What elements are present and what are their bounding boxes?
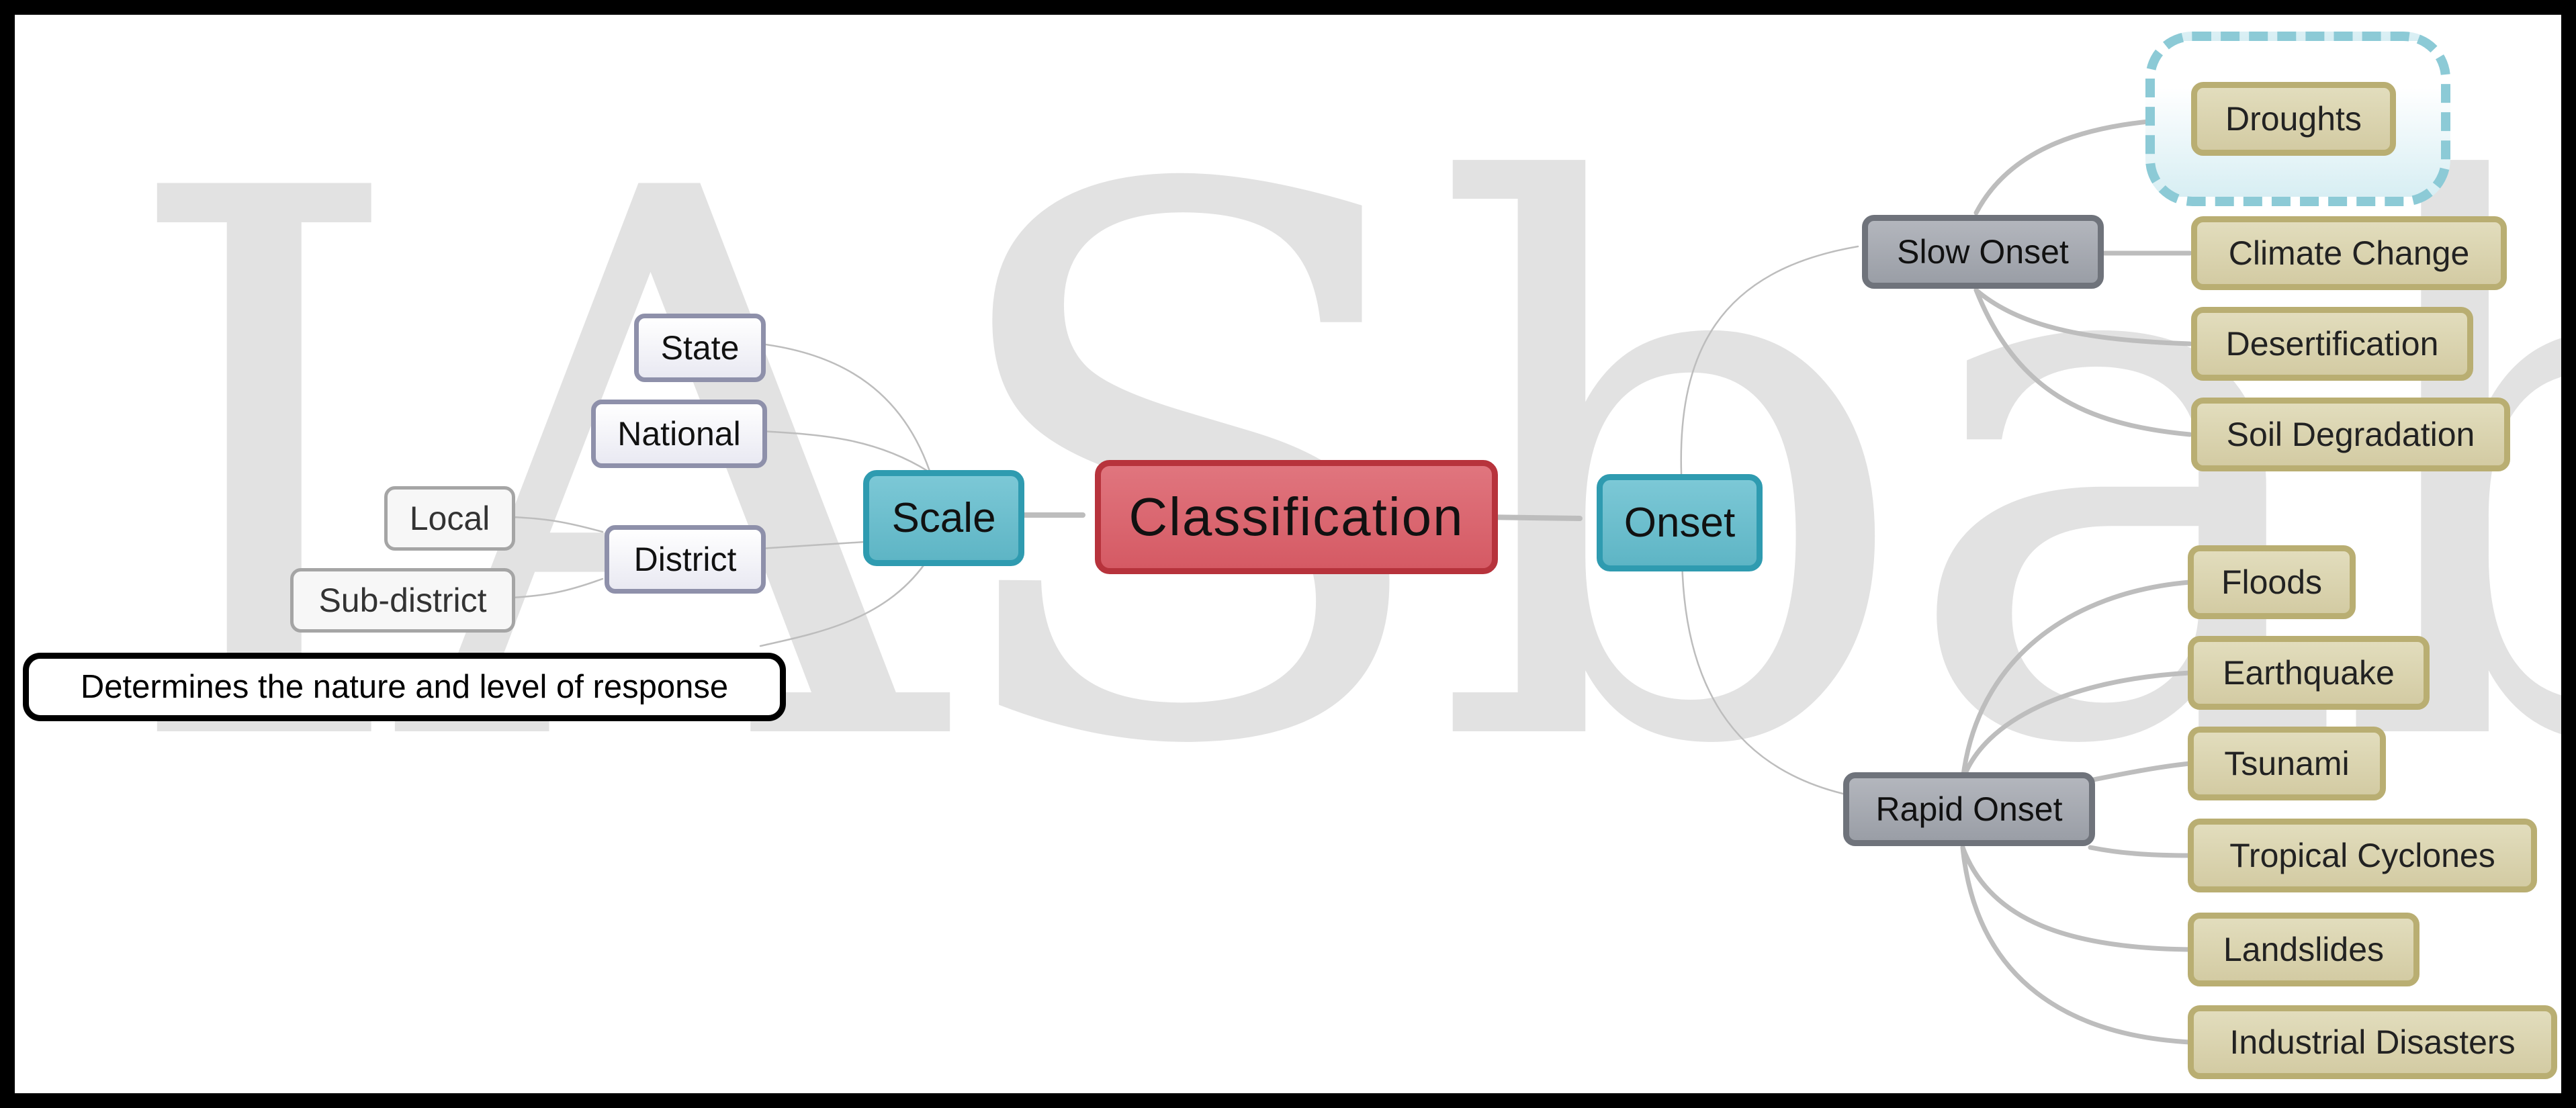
node-onset[interactable]: Onset (1597, 474, 1763, 571)
node-tropical-cyclones[interactable]: Tropical Cyclones (2188, 819, 2537, 892)
node-local[interactable]: Local (384, 486, 515, 551)
node-rapid-onset[interactable]: Rapid Onset (1843, 772, 2095, 846)
node-district[interactable]: District (605, 525, 766, 594)
node-soil-degradation[interactable]: Soil Degradation (2191, 398, 2510, 471)
link-rapid-floods (1960, 580, 2192, 783)
link-slow-soil (1973, 287, 2192, 437)
node-climate-change[interactable]: Climate Change (2191, 216, 2507, 290)
link-rapid-tsunami (2088, 761, 2192, 783)
mindmap-canvas: IASbaba (15, 15, 2561, 1093)
link-scale-district (759, 541, 866, 550)
link-district-local (510, 516, 604, 533)
link-slow-desert (1973, 287, 2192, 347)
node-state[interactable]: State (634, 314, 766, 382)
link-rapid-industrial (1960, 845, 2192, 1045)
node-industrial-disasters[interactable]: Industrial Disasters (2188, 1005, 2557, 1079)
link-onset-rapid (1681, 544, 1845, 795)
node-earthquake[interactable]: Earthquake (2188, 636, 2430, 710)
link-classification-onset (1480, 514, 1583, 521)
link-district-subdistrict (510, 578, 604, 599)
link-rapid-cyclones (2088, 845, 2192, 858)
link-scale-state (759, 342, 936, 490)
node-national[interactable]: National (591, 400, 767, 468)
node-slow-onset[interactable]: Slow Onset (1862, 215, 2104, 289)
node-desertification[interactable]: Desertification (2191, 307, 2473, 381)
link-scale-note (759, 557, 930, 647)
node-response-note[interactable]: Determines the nature and level of respo… (23, 653, 786, 721)
node-tsunami[interactable]: Tsunami (2188, 727, 2386, 800)
link-scale-national (759, 430, 930, 473)
link-rapid-earthquake (1960, 670, 2192, 783)
node-sub-district[interactable]: Sub-district (290, 568, 515, 633)
node-landslides[interactable]: Landslides (2188, 913, 2419, 986)
node-floods[interactable]: Floods (2188, 545, 2356, 619)
link-onset-slow (1680, 245, 1859, 490)
node-classification[interactable]: Classification (1095, 460, 1498, 574)
node-droughts[interactable]: Droughts (2191, 82, 2396, 156)
node-scale[interactable]: Scale (863, 470, 1024, 566)
link-rapid-landslides (1960, 845, 2192, 952)
